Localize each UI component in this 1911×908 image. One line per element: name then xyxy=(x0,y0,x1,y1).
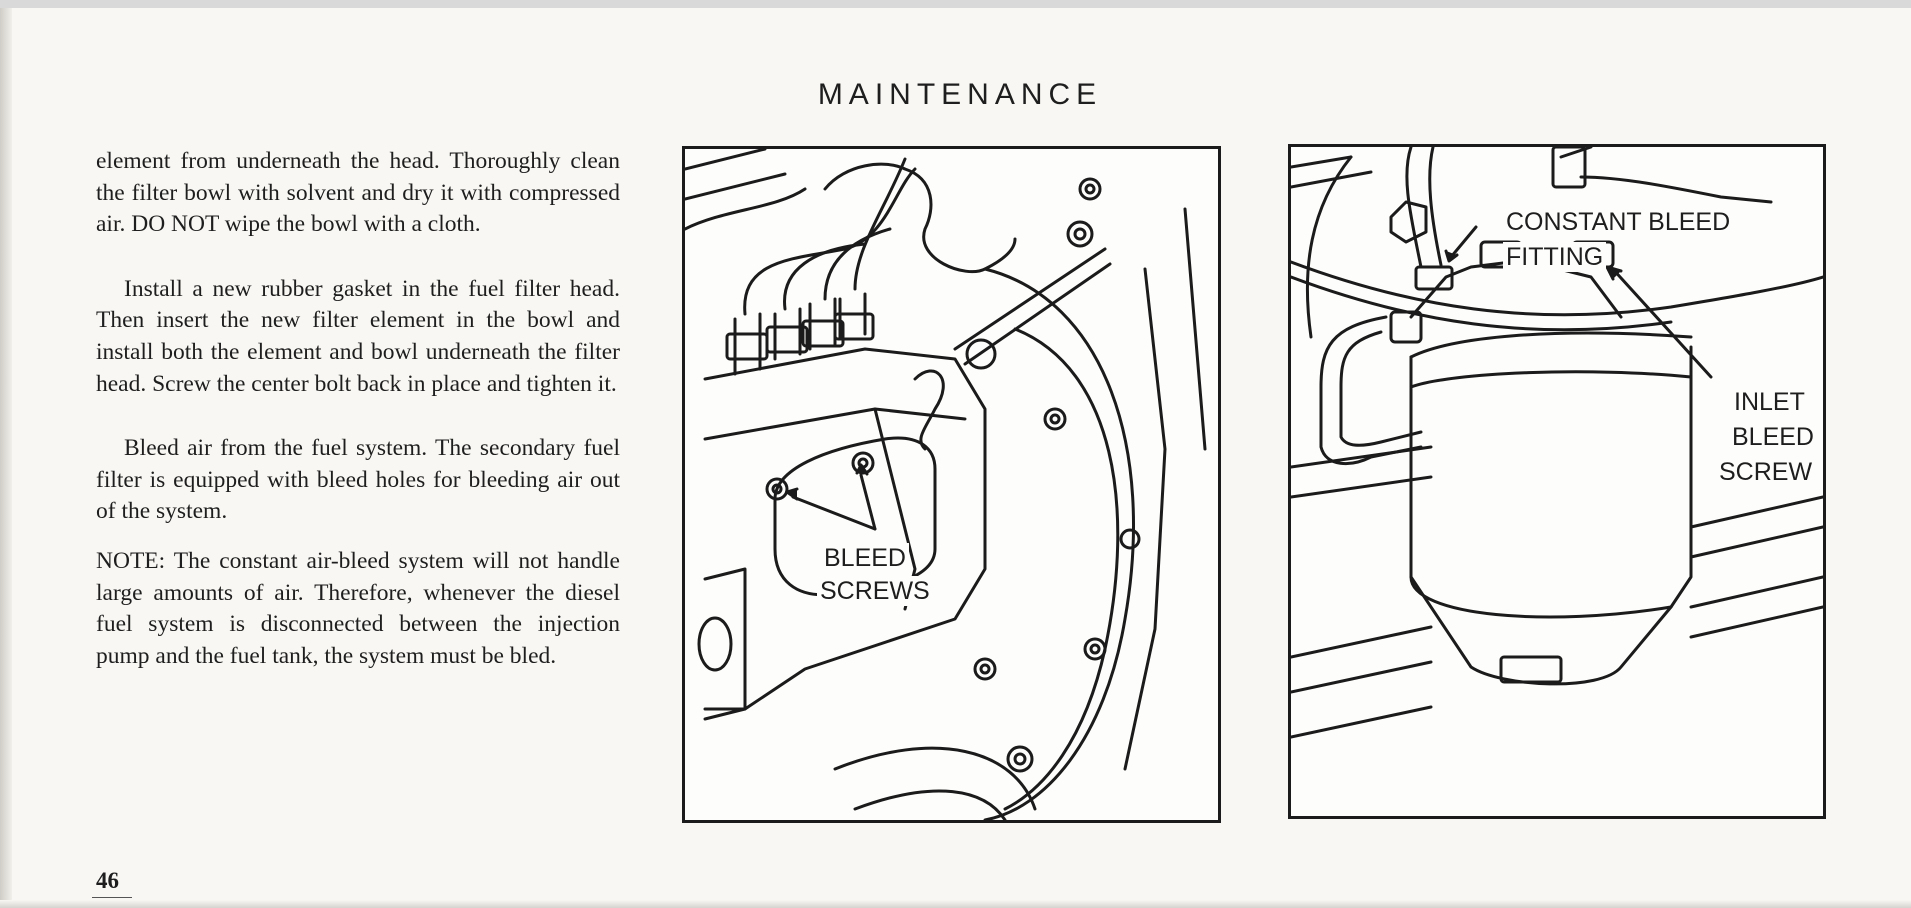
callout-inlet-screw: SCREW xyxy=(1716,457,1816,487)
figure-fuel-filter: CONSTANT BLEED FITTING INLET BLEED SCREW xyxy=(1288,144,1826,819)
paragraph-note: NOTE: The constant air-bleed system will… xyxy=(96,547,620,669)
injection-pump-illustration xyxy=(685,149,1207,820)
section-header: MAINTENANCE xyxy=(817,78,1103,111)
page-binding xyxy=(0,8,12,908)
callout-constant-bleed: CONSTANT BLEED xyxy=(1503,207,1735,237)
callout-inlet-bleed: BLEED xyxy=(1729,422,1817,452)
paragraph-bleed-air: Bleed air from the fuel system. The seco… xyxy=(96,435,620,525)
figure-injection-pump: BLEED SCREWS xyxy=(682,146,1221,823)
body-text-column: element from underneath the head. Thorou… xyxy=(96,146,620,672)
paragraph-filter-clean: element from underneath the head. Thorou… xyxy=(96,148,620,238)
paragraph-install-gasket: Install a new rubber gasket in the fuel … xyxy=(96,275,620,397)
page-edge-shadow xyxy=(0,900,1911,908)
callout-screws: SCREWS xyxy=(817,576,933,606)
callout-bleed: BLEED xyxy=(821,543,909,573)
callout-fitting: FITTING xyxy=(1503,242,1607,272)
fuel-filter-illustration xyxy=(1291,147,1823,739)
page-number: 46 xyxy=(96,868,119,893)
callout-inlet: INLET xyxy=(1731,387,1808,417)
page-number-rule xyxy=(92,897,132,898)
